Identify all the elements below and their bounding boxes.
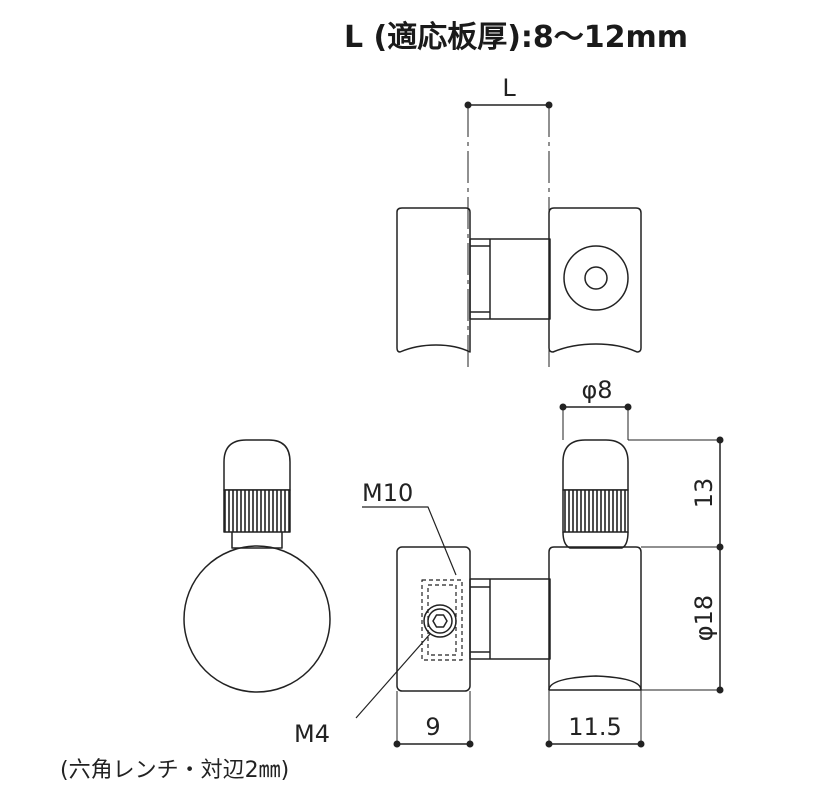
top-view — [396, 101, 642, 370]
hex-socket-icon — [432, 614, 448, 628]
front-knob-knurl — [562, 489, 629, 533]
spec-title: L (適応板厚):8〜12mm — [344, 20, 688, 55]
dim-label-9: 9 — [425, 713, 440, 741]
side-view — [183, 439, 331, 693]
dim-label-11-5: 11.5 — [568, 713, 621, 741]
front-knob-cap — [562, 439, 629, 491]
front-view — [355, 403, 724, 748]
m10-leader — [362, 506, 457, 576]
side-knob-knurl — [223, 489, 291, 533]
callout-m10: M10 — [362, 479, 413, 507]
m10-thread-hidden — [421, 579, 463, 661]
callout-m4-note: (六角レンチ・対辺2㎜) — [60, 758, 289, 783]
bore-outer-top — [563, 245, 629, 311]
callout-m4: M4 — [294, 720, 330, 748]
shaft-front — [469, 578, 551, 660]
bore-inner-top — [584, 266, 608, 290]
m4-leader — [355, 633, 431, 719]
left-block-top — [396, 207, 471, 353]
side-knob-cap — [223, 439, 291, 491]
dim-label-L: L — [502, 74, 516, 102]
right-block-top — [548, 207, 642, 353]
side-ball — [183, 545, 331, 693]
dim-label-phi8: φ8 — [581, 376, 612, 404]
m4-set-screw — [423, 604, 457, 638]
dim-label-13: 13 — [690, 478, 718, 509]
dim-label-phi18: φ18 — [690, 595, 718, 641]
shaft-top — [469, 238, 551, 320]
right-block-front — [548, 546, 642, 691]
